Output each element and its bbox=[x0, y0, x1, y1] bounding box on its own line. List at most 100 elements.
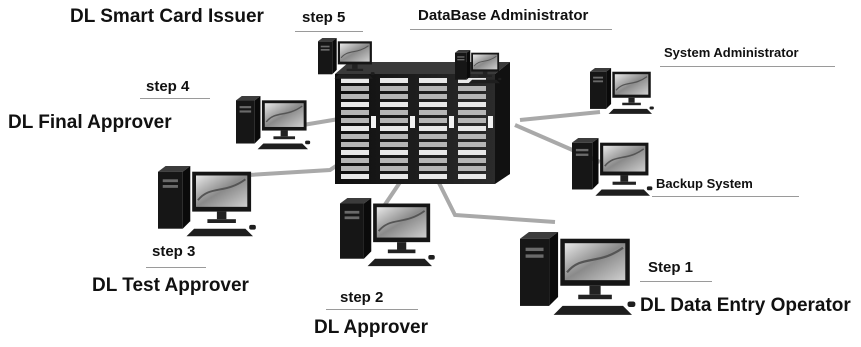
backup-system-label: Backup System bbox=[656, 176, 753, 191]
rack-drive-bay bbox=[458, 94, 486, 99]
tower-side bbox=[549, 232, 559, 306]
database-administrator-label: DataBase Administrator bbox=[418, 7, 589, 24]
tower-drive bbox=[239, 110, 252, 113]
rack-drive-bay bbox=[458, 118, 486, 123]
rack-drive-bay bbox=[380, 150, 408, 155]
rack-drive-bay bbox=[341, 142, 369, 147]
rack-drive-bay bbox=[458, 174, 486, 179]
monitor-stand bbox=[352, 64, 358, 69]
tower-side bbox=[466, 50, 471, 80]
rack-drive-bay bbox=[419, 118, 447, 123]
test-approver-label: DL Test Approver bbox=[92, 275, 249, 296]
monitor-stand bbox=[620, 175, 629, 182]
step-3-label: step 3 bbox=[152, 243, 196, 260]
monitor-stand bbox=[280, 130, 288, 137]
keyboard bbox=[553, 305, 632, 315]
rack-drive-bay bbox=[419, 94, 447, 99]
tower-side bbox=[606, 68, 612, 109]
keyboard bbox=[186, 228, 253, 237]
mouse bbox=[249, 224, 256, 230]
monitor-screen bbox=[264, 103, 304, 127]
tower-side bbox=[592, 138, 599, 190]
monitor-stand bbox=[589, 285, 601, 295]
approver-label: DL Approver bbox=[314, 317, 429, 338]
tower-side bbox=[363, 198, 372, 259]
rack-drive-bay bbox=[458, 86, 486, 91]
monitor-base bbox=[612, 181, 636, 185]
monitor-screen bbox=[603, 145, 646, 172]
rack-drive-bay bbox=[419, 126, 447, 131]
tower-top bbox=[158, 166, 191, 172]
rack-drive-bay bbox=[380, 94, 408, 99]
step-1-label: Step 1 bbox=[648, 259, 694, 276]
tower-side bbox=[332, 38, 337, 75]
screen-graphic bbox=[473, 55, 497, 67]
tower-top bbox=[455, 50, 471, 53]
monitor-stand bbox=[397, 242, 407, 250]
monitor-base bbox=[622, 102, 641, 106]
monitor-screen bbox=[196, 175, 248, 207]
rack-drive-bay bbox=[341, 86, 369, 91]
rack-drive-bay bbox=[380, 102, 408, 107]
rack-drive-bay bbox=[380, 134, 408, 139]
rack-drive-bay bbox=[419, 150, 447, 155]
mouse bbox=[649, 106, 654, 110]
desktop-computer-icon bbox=[590, 68, 654, 114]
keyboard bbox=[608, 108, 652, 114]
rack-handle bbox=[488, 116, 493, 128]
step-4-underline bbox=[140, 98, 210, 99]
desktop-computer-icon bbox=[318, 38, 375, 79]
rack-drive-bay bbox=[341, 102, 369, 107]
keyboard bbox=[595, 189, 650, 196]
screen-graphic bbox=[566, 246, 624, 274]
step-2-label: step 2 bbox=[340, 289, 384, 306]
rack-drive-bay bbox=[341, 110, 369, 115]
step-5-label: step 5 bbox=[302, 9, 346, 26]
rack-drive-bay bbox=[380, 126, 408, 131]
tower-drive bbox=[593, 76, 604, 79]
tower-drive bbox=[344, 210, 360, 214]
rack-drive-bay bbox=[341, 94, 369, 99]
monitor-base bbox=[207, 219, 236, 223]
mouse bbox=[646, 186, 653, 191]
rack-drive-bay bbox=[458, 126, 486, 131]
screen-graphic bbox=[604, 148, 645, 167]
rack-drive-bay bbox=[458, 158, 486, 163]
monitor-stand bbox=[216, 211, 227, 220]
rack-drive-bay bbox=[458, 102, 486, 107]
keyboard bbox=[468, 79, 500, 84]
rack-drive-bay bbox=[419, 142, 447, 147]
keyboard bbox=[257, 143, 308, 150]
screen-graphic bbox=[615, 76, 648, 91]
rack-handle bbox=[410, 116, 415, 128]
rack-handle bbox=[449, 116, 454, 128]
rack-drive-bay bbox=[419, 102, 447, 107]
system-administrator-underline bbox=[660, 66, 835, 67]
mouse bbox=[627, 301, 636, 308]
monitor-screen bbox=[376, 207, 427, 238]
rack-drive-bay bbox=[341, 78, 369, 83]
system-administrator-label: System Administrator bbox=[664, 45, 799, 60]
step-1-underline bbox=[640, 281, 712, 282]
tower-top bbox=[340, 198, 372, 204]
tower-top bbox=[572, 138, 599, 143]
tower-drive bbox=[575, 153, 589, 156]
monitor-screen bbox=[473, 54, 498, 70]
tower-top bbox=[318, 38, 337, 42]
step-2-underline bbox=[326, 309, 418, 310]
mouse bbox=[428, 255, 435, 260]
rack-drive-bay bbox=[380, 166, 408, 171]
rack-drive-bay bbox=[341, 118, 369, 123]
tower-drive bbox=[162, 179, 178, 183]
cable-to-system-admin bbox=[519, 110, 601, 122]
smart-card-issuer-label: DL Smart Card Issuer bbox=[70, 6, 264, 27]
rack-drive-bay bbox=[458, 110, 486, 115]
rack-drive-bay bbox=[458, 142, 486, 147]
rack-drive-bay bbox=[341, 150, 369, 155]
rack-drive-bay bbox=[419, 158, 447, 163]
rack-drive-bay bbox=[380, 142, 408, 147]
rack-drive-bay bbox=[341, 134, 369, 139]
rack-drive-bay bbox=[458, 134, 486, 139]
step-3-underline bbox=[146, 267, 206, 268]
